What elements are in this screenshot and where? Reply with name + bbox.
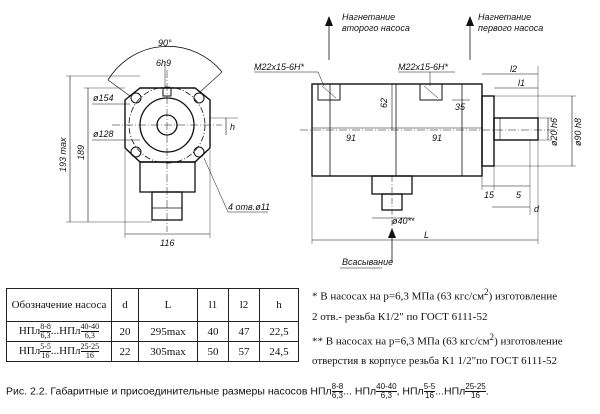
discharge-first-line1: Нагнетание (478, 12, 531, 22)
dia-128-label: ø128 (93, 129, 114, 139)
row-L: 305max (138, 341, 198, 362)
row-l1: 50 (197, 341, 229, 362)
holes-label: 4 отв.ø11 (228, 202, 270, 212)
row-h: 22,5 (259, 321, 299, 342)
thread-left-label: M22x15-6H* (254, 62, 305, 72)
dim-91b-label: 91 (432, 133, 442, 143)
row-d: 22 (111, 341, 139, 362)
discharge-first-line2: первого насоса (478, 23, 543, 33)
dim-91a-label: 91 (346, 133, 356, 143)
table-header-row: Обозначение насоса d L l1 l2 h (6, 288, 299, 322)
l2-label: l2 (510, 64, 517, 74)
header-L: L (138, 288, 198, 322)
width-116-label: 116 (160, 238, 174, 248)
dim-35-label: 35 (455, 102, 466, 112)
footnotes: * В насосах на р=6,3 МПа (63 кгс/см2) из… (312, 282, 597, 371)
thread-right-label: M22x15-6H* (398, 62, 449, 72)
dia-154-label: ø154 (93, 93, 114, 103)
row-l2: 47 (228, 321, 260, 342)
header-designation: Обозначение насоса (6, 288, 112, 322)
h-label: h (230, 122, 235, 132)
angle-90-label: 90° (158, 38, 172, 48)
note-2-line-1: ** В насосах на р=6,3 МПа (63 кгс/см2) и… (312, 331, 563, 348)
header-l1: l1 (197, 288, 229, 322)
suction-label: Всасывание (342, 257, 393, 267)
L-label: L (424, 230, 429, 240)
header-h: h (259, 288, 299, 322)
dia40-label: ø40** (392, 216, 415, 226)
discharge-second-line2: второго насоса (342, 23, 410, 33)
dia90-label: ø90 h8 (573, 118, 583, 146)
l1-label: l1 (518, 78, 525, 88)
d-label: d (534, 204, 540, 214)
key-6h9-label: 6h9 (156, 58, 171, 68)
note-1-line-2: 2 отв.- резьба К1/2" по ГОСТ 6111-52 (312, 310, 488, 323)
dim-15-label: 15 (484, 190, 495, 200)
end-view (66, 45, 268, 238)
dim-62-label: 62 (379, 98, 389, 108)
header-d: d (111, 288, 139, 322)
side-view (254, 16, 576, 269)
discharge-second-line1: Нагнетание (342, 12, 395, 22)
height-193-label: 193 max (58, 137, 68, 172)
row-L: 295max (138, 321, 198, 342)
note-2-line-2: отверстия в корпусе резьба К1 1/2"по ГОС… (312, 355, 558, 368)
dim-5-label: 5 (516, 190, 522, 200)
figure-caption: Рис. 2.2. Габаритные и присоединительные… (6, 382, 489, 400)
height-189-label: 189 (76, 145, 86, 160)
note-1-line-1: * В насосах на р=6,3 МПа (63 кгс/см2) из… (312, 287, 558, 303)
technical-drawing: 90° 6h9 ø154 ø128 h 193 max 189 116 4 от… (58, 12, 583, 269)
row-d: 20 (111, 321, 139, 342)
dia20-label: ø20 h6 (549, 118, 559, 146)
row-l2: 57 (228, 341, 260, 362)
row-h: 24,5 (259, 341, 299, 362)
row-l1: 40 (197, 321, 229, 342)
header-l2: l2 (228, 288, 260, 322)
